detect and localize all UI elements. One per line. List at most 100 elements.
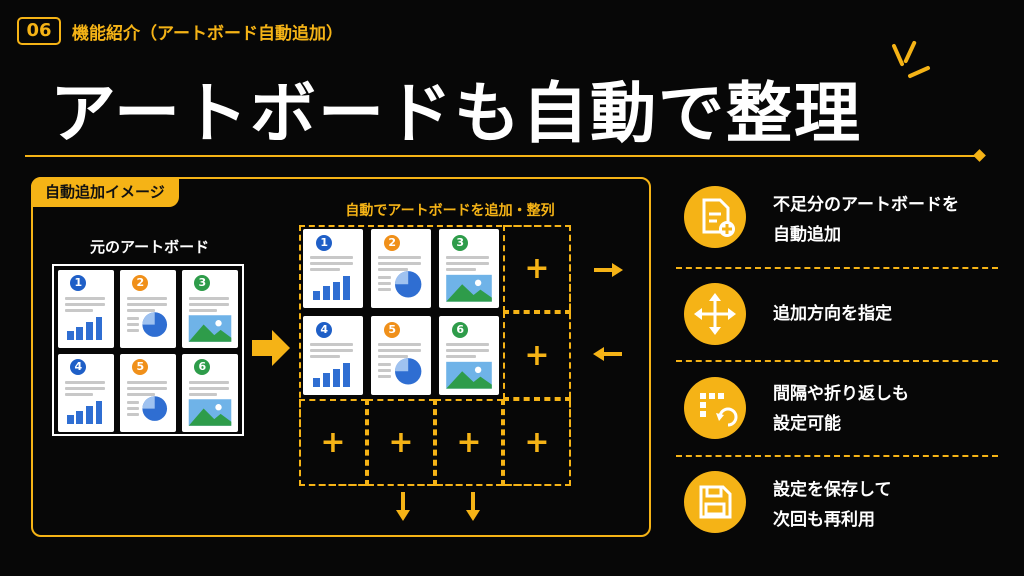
panel-tag: 自動追加イメージ xyxy=(31,177,179,207)
image-icon xyxy=(446,361,492,389)
text-line xyxy=(126,316,140,320)
text-line xyxy=(126,380,168,384)
floppy-disk-icon xyxy=(684,471,746,533)
text-line xyxy=(126,386,168,390)
bar-chart-bar xyxy=(322,286,330,301)
text-line xyxy=(378,363,392,367)
pie-chart-icon xyxy=(395,271,422,298)
text-line xyxy=(188,296,230,300)
artboard-3: 3 xyxy=(182,270,238,348)
bar-chart-bar xyxy=(86,322,93,341)
feature-1-text: 不足分のアートボードを自動追加 xyxy=(773,195,959,245)
artboard-number-badge: 5 xyxy=(384,321,401,338)
text-line xyxy=(188,392,217,396)
text-line xyxy=(126,322,140,326)
image-icon xyxy=(188,399,232,426)
wrap-left-arrow-icon xyxy=(593,347,622,361)
artboard-number-badge: 3 xyxy=(194,275,211,292)
text-line xyxy=(446,255,490,259)
plus-icon: + xyxy=(456,424,482,460)
text-line xyxy=(378,354,409,358)
text-line xyxy=(310,255,354,259)
feature-2-text: 追加方向を指定 xyxy=(773,304,892,324)
text-line xyxy=(310,342,354,346)
arrow-right-icon xyxy=(252,330,290,366)
artboard-number-badge: 1 xyxy=(70,275,87,292)
move-arrows-icon xyxy=(684,283,746,345)
text-line xyxy=(126,328,140,332)
artboard-number-badge: 6 xyxy=(452,321,469,338)
original-artboards-frame xyxy=(52,264,244,436)
text-line xyxy=(188,308,217,312)
feature-separator xyxy=(676,360,998,362)
text-line xyxy=(64,386,106,390)
plus-icon: + xyxy=(524,337,550,373)
sparkle-lines-icon xyxy=(892,40,930,78)
bar-chart-bar xyxy=(86,406,93,425)
artboard-5: 5 xyxy=(371,316,431,395)
artboard-number-badge: 3 xyxy=(452,234,469,251)
text-line xyxy=(310,348,354,352)
text-line xyxy=(378,255,422,259)
text-line xyxy=(310,354,341,358)
bar-chart-bar xyxy=(312,377,320,388)
feature-separator xyxy=(676,267,998,269)
text-line xyxy=(64,296,106,300)
text-line xyxy=(378,267,409,271)
text-line xyxy=(378,261,422,265)
bar-chart-bar xyxy=(343,276,351,301)
bar-chart-bar xyxy=(95,316,103,341)
bar-chart-bar xyxy=(66,415,74,425)
text-line xyxy=(126,406,140,410)
text-line xyxy=(378,375,392,379)
text-line xyxy=(188,302,230,306)
pie-chart-icon xyxy=(395,358,422,385)
bar-chart-bar xyxy=(95,400,103,425)
bar-chart-bar xyxy=(333,281,341,301)
artboard-4: 4 xyxy=(58,354,114,432)
text-line xyxy=(126,392,155,396)
text-line xyxy=(310,267,341,271)
original-artboards-label: 元のアートボード xyxy=(90,238,210,256)
text-line xyxy=(188,380,230,384)
bar-chart-bar xyxy=(76,410,84,425)
text-line xyxy=(126,302,168,306)
text-line xyxy=(126,400,140,404)
bar-chart-bar xyxy=(343,363,351,388)
section-subtitle: 機能紹介（アートボード自動追加） xyxy=(72,24,343,44)
artboard-2: 2 xyxy=(120,270,176,348)
bar-chart-bar xyxy=(312,290,320,301)
artboard-2: 2 xyxy=(371,229,431,308)
artboard-5: 5 xyxy=(120,354,176,432)
artboard-1: 1 xyxy=(303,229,363,308)
divider-diamond xyxy=(973,149,986,162)
artboard-1: 1 xyxy=(58,270,114,348)
text-line xyxy=(64,308,93,312)
bar-chart-bar xyxy=(333,368,341,388)
text-line xyxy=(378,348,422,352)
text-line xyxy=(188,386,230,390)
text-line xyxy=(446,261,490,265)
artboard-number-badge: 5 xyxy=(132,359,149,376)
plus-icon: + xyxy=(524,250,550,286)
text-line xyxy=(64,392,93,396)
image-icon xyxy=(188,315,232,342)
artboard-6: 6 xyxy=(182,354,238,432)
section-number-badge: 06 xyxy=(17,17,61,45)
artboard-6: 6 xyxy=(439,316,499,395)
text-line xyxy=(446,342,490,346)
expand-down-arrow-icon xyxy=(466,492,480,521)
text-line xyxy=(126,412,140,416)
artboard-number-badge: 2 xyxy=(384,234,401,251)
text-line xyxy=(446,267,477,271)
auto-arrange-label: 自動でアートボードを追加・整列 xyxy=(345,203,555,219)
text-line xyxy=(378,276,392,280)
feature-3-text: 間隔や折り返しも設定可能 xyxy=(773,384,909,434)
text-line xyxy=(310,261,354,265)
text-line xyxy=(126,308,155,312)
plus-icon: + xyxy=(320,424,346,460)
document-add-icon xyxy=(684,186,746,248)
plus-icon: + xyxy=(524,424,550,460)
expand-down-arrow-icon xyxy=(396,492,410,521)
text-line xyxy=(446,354,477,358)
